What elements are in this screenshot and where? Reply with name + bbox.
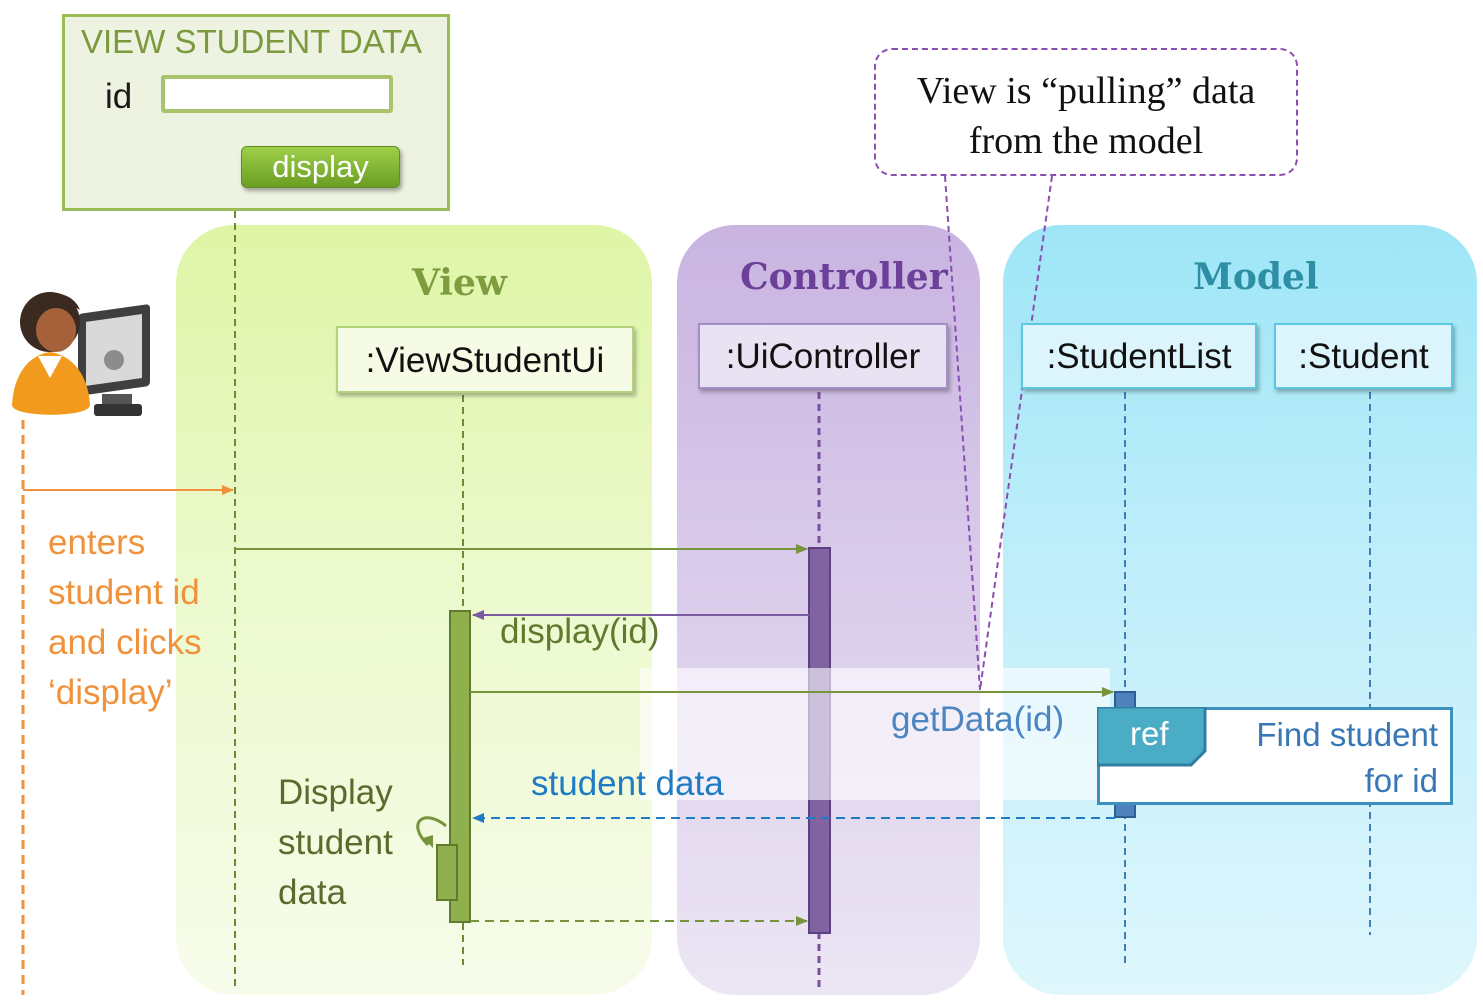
user-at-computer-icon <box>12 292 150 416</box>
ref-frame-text: Find student for id <box>1210 712 1438 804</box>
view-student-data-window: VIEW STUDENT DATA id display <box>62 14 450 211</box>
form-title: VIEW STUDENT DATA <box>81 23 423 60</box>
callout-text: View is “pulling” data from the model <box>874 66 1298 166</box>
self-call-activation-bar <box>436 844 458 901</box>
ref-frame-tag <box>1097 707 1207 767</box>
self-call-arrowhead <box>423 835 433 848</box>
callout-pointer-right <box>979 175 1053 691</box>
display-student-data-note: Display student data <box>278 768 393 918</box>
self-call-arrow <box>416 816 447 847</box>
model-lane-title: Model <box>1193 256 1319 298</box>
callout-pointer-left <box>944 175 981 691</box>
pulling-data-callout <box>874 48 1298 176</box>
actor-note: enters student id and clicks ‘display’ <box>48 518 202 718</box>
self-note-line-3: data <box>278 873 347 912</box>
controller-lane-title: Controller <box>740 256 948 298</box>
view-lane-title: View <box>412 262 507 304</box>
self-note-line-1: Display <box>278 773 393 812</box>
student-id-input[interactable] <box>161 75 393 113</box>
studentlist-lifeline-head: :StudentList <box>1021 323 1257 389</box>
display-button[interactable]: display <box>241 146 400 188</box>
student-lifeline-head: :Student <box>1274 323 1453 389</box>
ref-text-line-1: Find student <box>1256 716 1438 753</box>
viewstudentui-lifeline-head: :ViewStudentUi <box>336 326 634 393</box>
uicontroller-lifeline-head: :UiController <box>698 323 948 389</box>
id-label: id <box>105 77 133 116</box>
actor-note-line-4: ‘display’ <box>48 673 173 712</box>
ref-tag-label: ref <box>1130 715 1169 752</box>
getdata-message-label: getData(id) <box>891 700 1065 739</box>
actor-note-line-3: and clicks <box>48 623 202 662</box>
actor-note-line-1: enters <box>48 523 146 562</box>
actor-note-line-2: student id <box>48 573 200 612</box>
self-note-line-2: student <box>278 823 393 862</box>
callout-line-1: View is “pulling” data <box>916 70 1256 112</box>
display-id-message-label: display(id) <box>500 612 660 651</box>
white-fade-band <box>640 668 1110 800</box>
callout-line-2: from the model <box>968 120 1204 162</box>
ref-text-line-2: for id <box>1364 762 1438 799</box>
student-data-message-label: student data <box>531 764 724 803</box>
